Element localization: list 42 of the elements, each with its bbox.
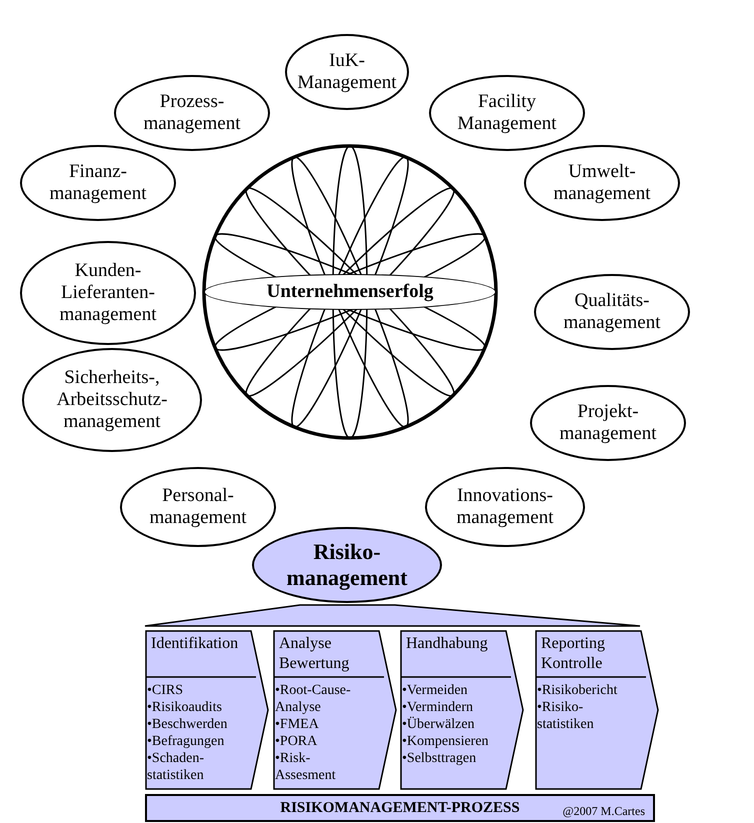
bullet-item: •Vermeiden [402, 682, 468, 699]
ellipse-label: Innovations- management [455, 485, 555, 529]
bullet-item: •Vermindern [402, 699, 473, 716]
ellipse-label: Personal- management [148, 485, 248, 529]
ellipse-label: Umwelt- management [552, 161, 652, 205]
ellipse-label: Risiko- management [286, 539, 408, 591]
bullet-item: •Schaden- statistiken [147, 750, 205, 784]
ellipse-label: Kunden- Lieferanten- management [58, 260, 158, 326]
bullet-item: •CIRS [147, 682, 184, 699]
process-step-card [273, 630, 397, 790]
bullet-item: •Überwälzen [402, 716, 475, 733]
ellipse-label: Unternehmenserfolg [266, 281, 434, 303]
ellipse-node [204, 274, 496, 310]
bullet-item: •Beschwerden [147, 716, 228, 733]
ellipse-label: Facility Management [456, 91, 558, 135]
ellipse-label: Sicherheits-, Arbeitsschutz- management [56, 367, 168, 433]
bullet-item: •Selbsttragen [402, 750, 476, 767]
bullet-item: •Befragungen [147, 733, 224, 750]
ellipse-label: Qualitäts- management [562, 290, 662, 334]
ellipse-label: IuK- Management [296, 50, 398, 94]
ellipse-label: Finanz- management [48, 161, 148, 205]
ellipse-label: Prozess- management [142, 91, 242, 135]
step-heading: Analyse Bewertung [279, 634, 350, 674]
process-step-card [145, 630, 269, 790]
bullet-item: •Root-Cause- Analyse [275, 682, 352, 716]
bullet-item: •FMEA [275, 716, 319, 733]
bullet-item: •Risk- Assesment [275, 750, 337, 784]
bullet-item: •Kompensieren [402, 733, 489, 750]
process-step-card [400, 630, 524, 790]
step-heading: Identifikation [151, 634, 240, 654]
process-title: RISIKOMANAGEMENT-PROZESS [279, 800, 521, 817]
step-heading: Handhabung [406, 634, 489, 654]
bullet-item: •Risikobericht [537, 682, 618, 699]
ellipse-label: Projekt- management [558, 401, 658, 445]
bullet-item: •Risikoaudits [147, 699, 222, 716]
copyright-note: @2007 M.Cartes [562, 804, 645, 819]
step-heading: Reporting Kontrolle [541, 634, 606, 674]
process-bar [145, 794, 655, 822]
process-step-card [535, 630, 659, 790]
bullet-item: •PORA [275, 733, 318, 750]
bullet-item: •Risiko- statistiken [537, 699, 595, 733]
fan-shape [144, 604, 641, 627]
